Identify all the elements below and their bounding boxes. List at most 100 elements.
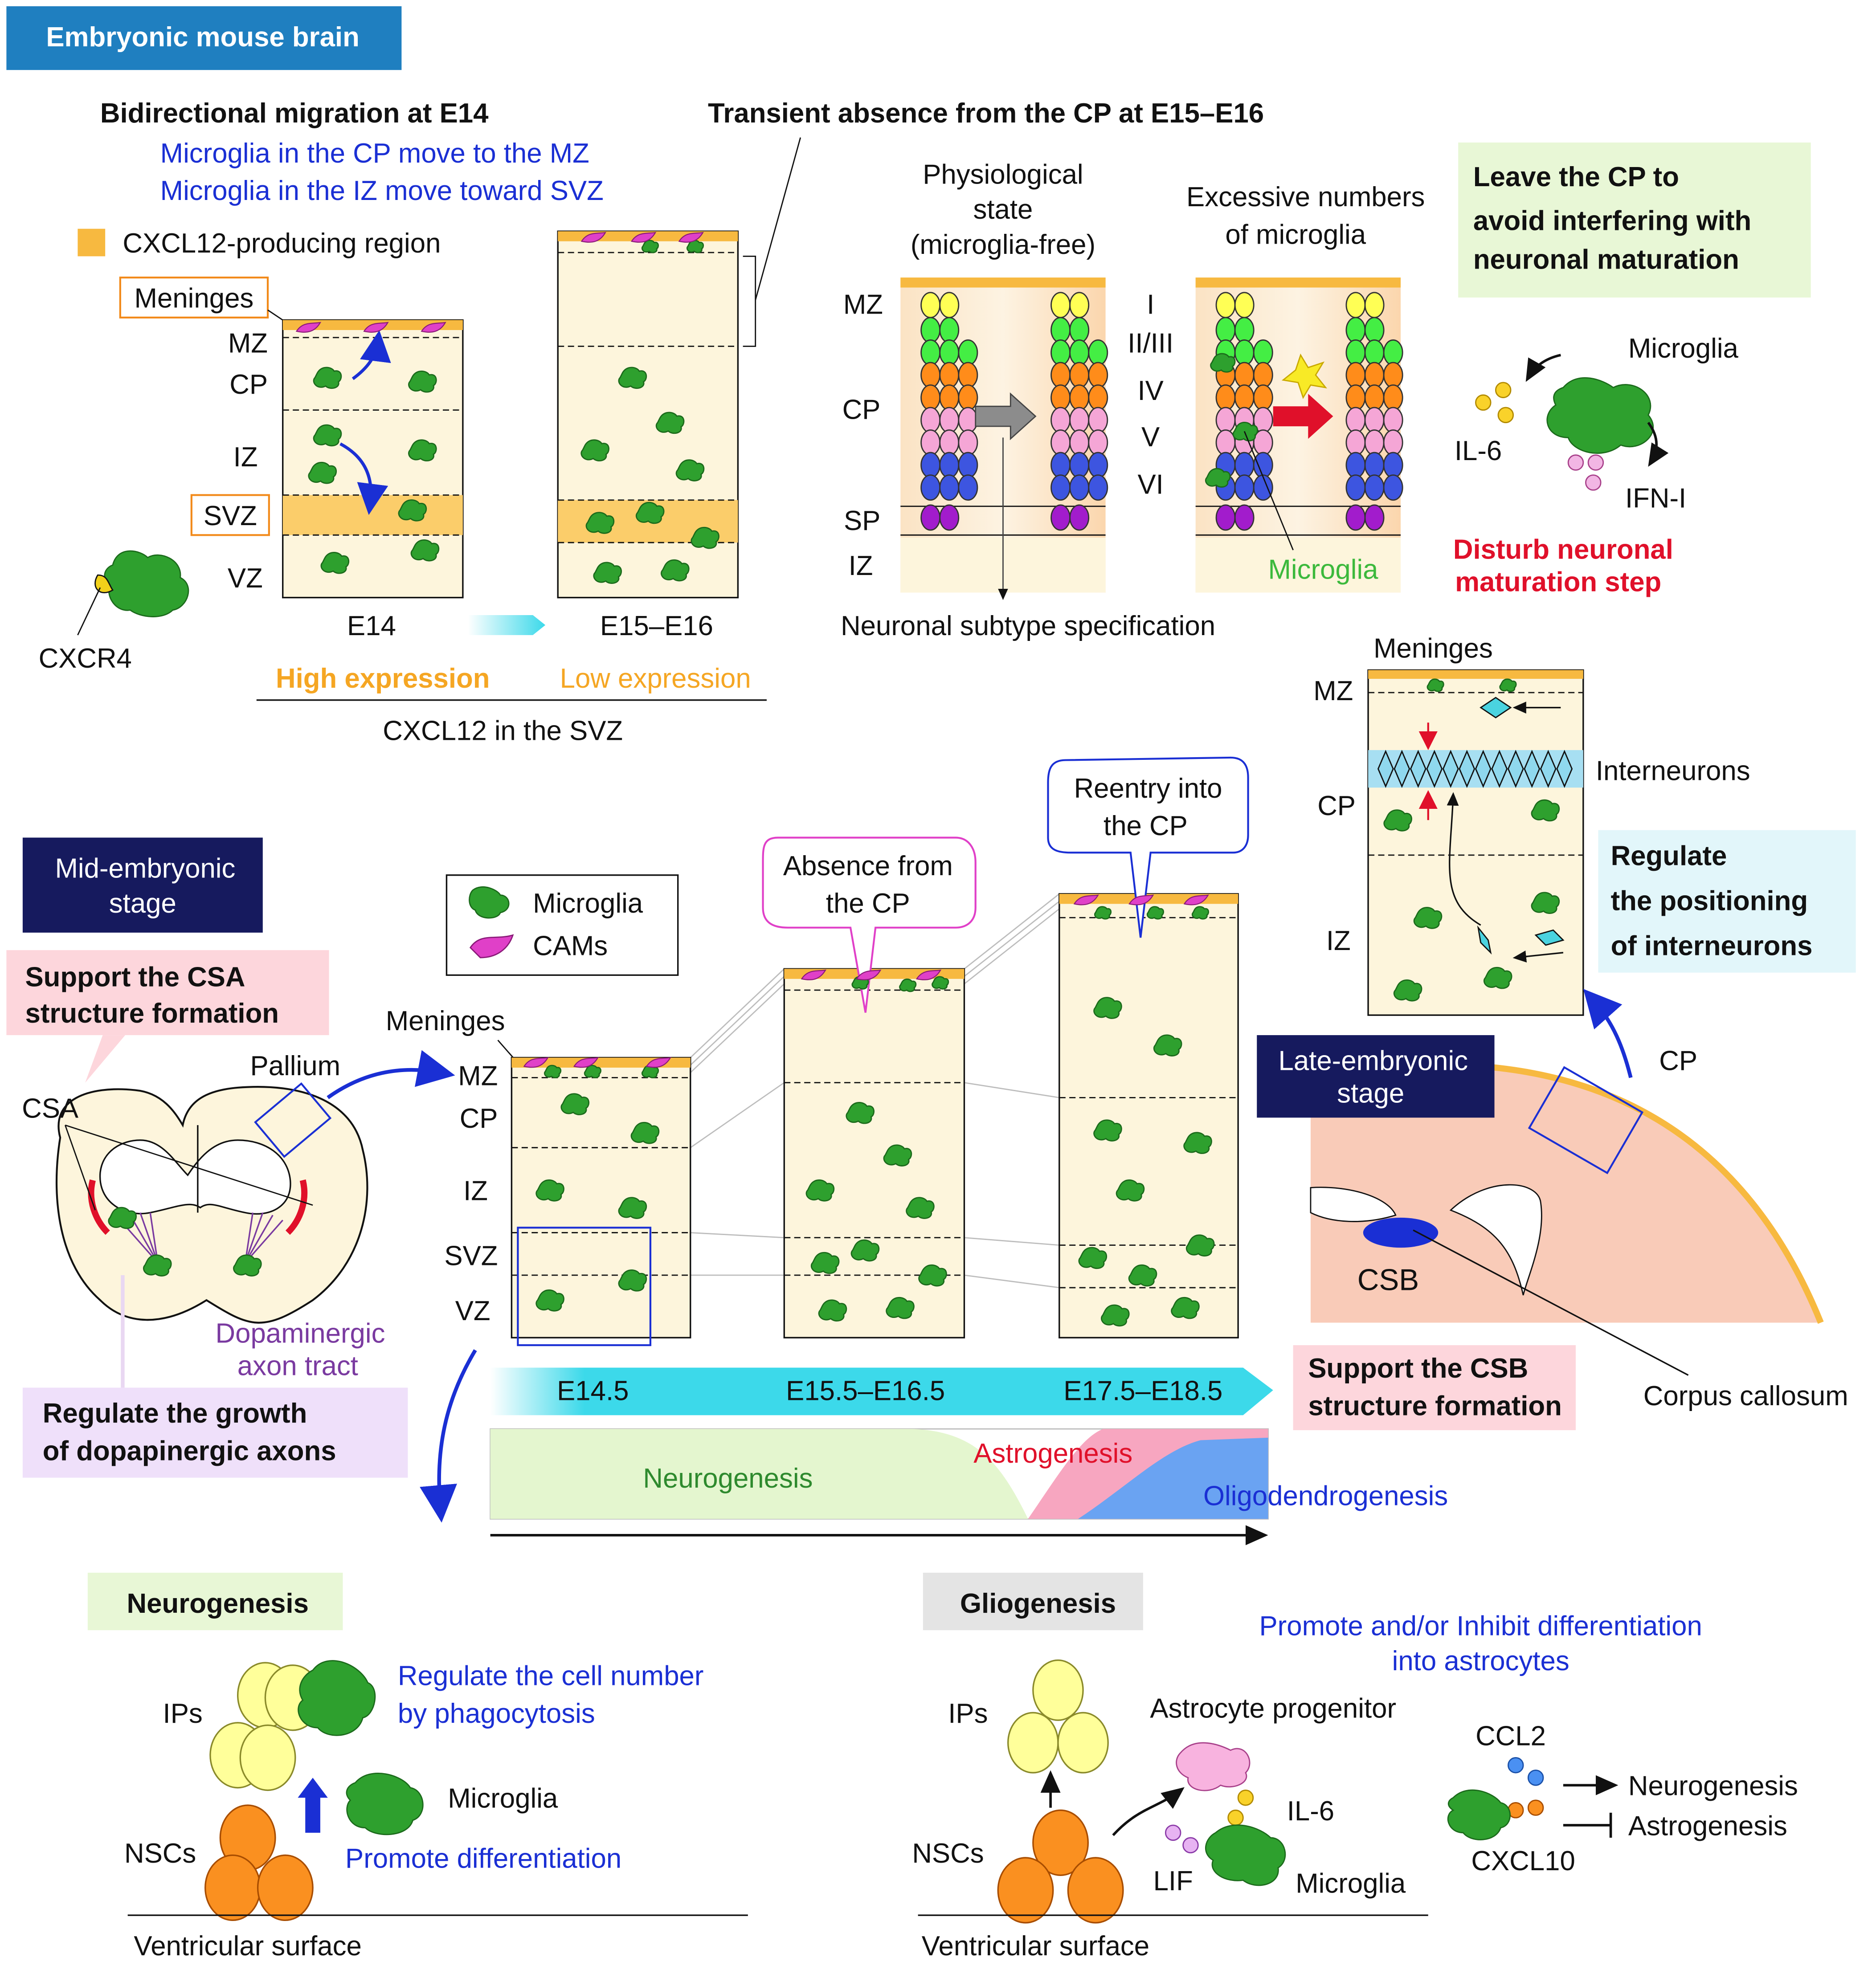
tm-cp: CP [842, 394, 881, 425]
reg-growth-line2: of dopapinergic axons [43, 1436, 336, 1466]
interneuron-cell [1394, 750, 1410, 788]
neuron-cell [1215, 429, 1236, 456]
pallium-box [254, 1082, 332, 1158]
neuron-cell [1088, 407, 1108, 433]
cxcr4-microglia [104, 550, 189, 617]
microglia-icon [641, 240, 659, 253]
neurogenesis-area [490, 1429, 1028, 1519]
neuron-cell [1234, 504, 1255, 531]
cxcl12-legend-label: CXCL12-producing region [123, 228, 441, 259]
neuron-cell [939, 504, 960, 531]
neuron-cell [939, 362, 960, 388]
neuron-cell [1345, 292, 1366, 318]
microglia-icon [655, 412, 685, 434]
microglia-icon [618, 1269, 647, 1292]
leave-line3: neuronal maturation [1473, 244, 1739, 275]
microglia-icon [398, 499, 427, 522]
reentry-callout [1047, 756, 1249, 938]
neuron-cell [1050, 292, 1071, 318]
interneuron-cell [1524, 750, 1541, 788]
dopa-line1: Dopaminergic [216, 1318, 385, 1349]
br-surface: Ventricular surface [922, 1931, 1149, 1962]
microglia-icon [108, 1207, 137, 1229]
reg-pos-line3: of interneurons [1611, 930, 1813, 961]
tr-ifn: IFN-I [1625, 483, 1686, 514]
neuron-cell [1050, 384, 1071, 411]
neuron-cell [1069, 362, 1090, 388]
neuron-cell [939, 317, 960, 343]
late-stage-line1: Late-embryonic [1278, 1046, 1468, 1077]
neuron-cell [920, 474, 941, 501]
cam-icon [646, 1057, 671, 1068]
neuron-cell [1253, 384, 1273, 411]
neuron-cell [1364, 474, 1385, 501]
neuron-cell [1069, 452, 1090, 478]
neuron-cell [1215, 317, 1236, 343]
oligodendrogenesis-area-label: Oligodendrogenesis [1203, 1480, 1448, 1511]
neuron-cell [1383, 474, 1403, 501]
neuron-cell [1234, 317, 1255, 343]
neuron-cell [1345, 474, 1366, 501]
neuron-cell [1383, 452, 1403, 478]
neuron-cell [1069, 384, 1090, 411]
microglia-icon [1094, 906, 1112, 920]
csb-support-line2: structure formation [1308, 1391, 1562, 1421]
microglia-icon [1128, 1264, 1157, 1287]
microglia-icon [691, 526, 719, 549]
microglia-icon [1205, 468, 1231, 488]
tr-microglia-icon [1546, 377, 1654, 454]
microglia-icon [580, 439, 609, 461]
interneuron-cell [1442, 750, 1459, 788]
neuron-cell [1364, 317, 1385, 343]
absence-line1: Absence from [783, 851, 953, 881]
neuron-cell [1234, 339, 1255, 366]
microglia-icon [320, 552, 350, 574]
late-stage-line2: stage [1337, 1078, 1404, 1109]
neuron-cell [1345, 317, 1366, 343]
csb-support-box [1293, 1345, 1576, 1431]
neuron-cell [1069, 474, 1090, 501]
neuron-cell [1069, 429, 1090, 456]
br-microglia: Microglia [1296, 1868, 1406, 1899]
br-ccl2: CCL2 [1475, 1721, 1546, 1751]
csb-label: CSB [1357, 1264, 1419, 1297]
tm-iz: IZ [849, 551, 873, 581]
neuron-cell [920, 384, 941, 411]
cam-icon [1183, 894, 1209, 905]
microglia-icon [593, 562, 622, 584]
meninges-label-top: Meninges [135, 283, 254, 314]
neuron-cell [1050, 429, 1071, 456]
neuron-cell [958, 407, 978, 433]
interneuron-cell [1491, 750, 1508, 788]
microglia-layer [108, 240, 1560, 1327]
physio-line1: Physiological [923, 159, 1083, 190]
neuron-cell [939, 429, 960, 456]
roman-v: V [1141, 422, 1160, 453]
leave-line2: avoid interfering with [1473, 205, 1751, 236]
neuron-cell [1345, 339, 1366, 366]
neuron-cell [939, 452, 960, 478]
microglia-icon [1116, 1179, 1145, 1202]
bl-promote: Promote differentiation [345, 1843, 621, 1874]
e14-cp-label: CP [229, 369, 268, 400]
neuron-cell [1069, 292, 1090, 318]
neuron-cell [920, 407, 941, 433]
svz-box [190, 494, 270, 536]
neuron-cell [1088, 474, 1108, 501]
neuron-cell [939, 292, 960, 318]
late-cp-label: CP [1659, 1046, 1697, 1077]
neuron-cell [1215, 407, 1236, 433]
microglia-icon [932, 976, 949, 990]
microglia-icon [1499, 678, 1517, 692]
interneuron-row [1377, 750, 1573, 788]
bl-nscs: NSCs [124, 1838, 196, 1869]
interneuron-cell [1556, 750, 1573, 788]
br-neurogenesis: Neurogenesis [1628, 1771, 1798, 1802]
header-title: Embryonic mouse brain [46, 22, 359, 53]
neuron-cell [1345, 504, 1366, 531]
br-astro: Astrocyte progenitor [1150, 1693, 1396, 1724]
meninges-box [119, 277, 269, 319]
neuron-cell [1069, 317, 1090, 343]
neuron-cell [1069, 339, 1090, 366]
microglia-icon [818, 1299, 847, 1322]
